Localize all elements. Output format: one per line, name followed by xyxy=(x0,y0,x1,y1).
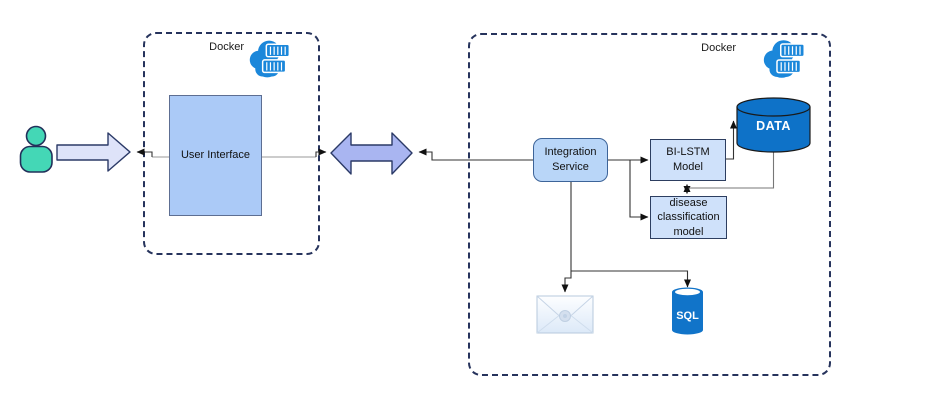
data-cylinder-icon: DATA xyxy=(736,97,811,153)
email-envelope-icon xyxy=(536,295,594,334)
docker-container-left xyxy=(143,32,320,255)
user-icon xyxy=(19,125,53,173)
connector-lines xyxy=(136,120,775,293)
docker-cloud-icon xyxy=(763,40,805,78)
node-bi-lstm-model: BI-LSTM Model xyxy=(650,139,726,181)
double-block-arrow xyxy=(330,132,413,175)
node-disease-classification-model: disease classification model xyxy=(650,196,727,239)
integration-service-label: Integration Service xyxy=(544,146,597,173)
data-store-label: DATA xyxy=(756,119,791,133)
disease-model-label: disease classification model xyxy=(657,196,720,238)
block-arrow-user-to-ui xyxy=(56,132,131,172)
sql-database-icon: SQL xyxy=(672,287,703,335)
docker-container-right xyxy=(468,33,831,376)
sql-store-label: SQL xyxy=(676,310,699,322)
docker-cloud-icon xyxy=(249,40,291,78)
node-integration-service: Integration Service xyxy=(533,138,608,182)
docker-label-right: Docker xyxy=(701,42,736,54)
docker-label-left: Docker xyxy=(209,41,244,53)
node-user-interface: User Interface xyxy=(169,95,262,216)
bi-lstm-model-label: BI-LSTM Model xyxy=(666,146,710,173)
user-interface-label: User Interface xyxy=(180,149,251,162)
